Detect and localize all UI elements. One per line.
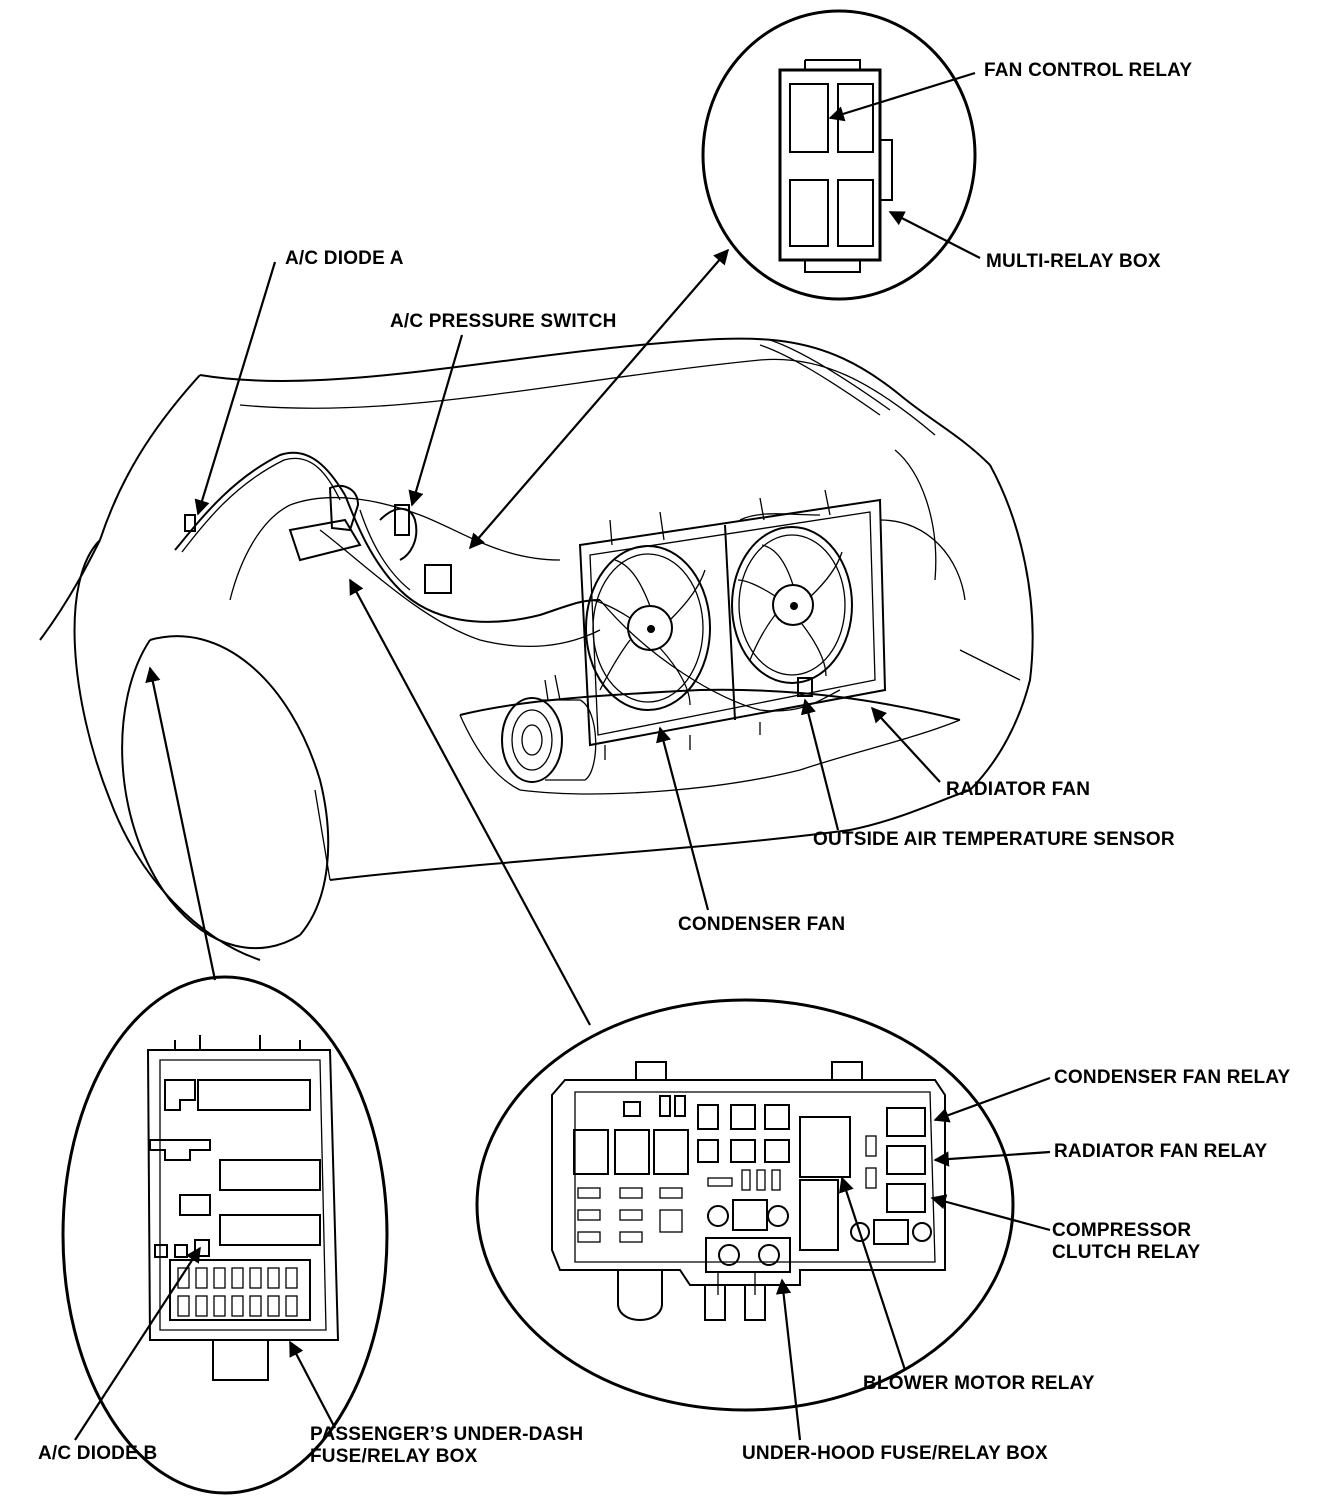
wire-harness xyxy=(174,451,841,712)
label-under-hood-box: UNDER-HOOD FUSE/RELAY BOX xyxy=(742,1443,1048,1464)
label-passenger-box-line2: FUSE/RELAY BOX xyxy=(310,1446,478,1467)
label-ac-diode-a: A/C DIODE A xyxy=(285,248,404,269)
car-body xyxy=(39,337,1034,961)
under-hood-box-detail xyxy=(475,998,1015,1412)
passenger-box-detail xyxy=(61,975,389,1495)
label-passenger-box-line1: PASSENGER’S UNDER-DASH xyxy=(310,1424,584,1445)
label-radiator-fan: RADIATOR FAN xyxy=(946,779,1091,800)
radiator-assembly xyxy=(578,489,887,760)
label-outside-air-temperature-sensor: OUTSIDE AIR TEMPERATURE SENSOR xyxy=(813,829,1175,850)
label-blower-motor-relay: BLOWER MOTOR RELAY xyxy=(863,1373,1095,1394)
label-condenser-fan-relay: CONDENSER FAN RELAY xyxy=(1054,1067,1291,1088)
label-radiator-fan-relay: RADIATOR FAN RELAY xyxy=(1054,1141,1268,1162)
label-compressor-clutch-relay-line2: CLUTCH RELAY xyxy=(1052,1242,1201,1263)
label-condenser-fan: CONDENSER FAN xyxy=(678,914,846,935)
multi-relay-box-detail xyxy=(701,9,977,301)
label-ac-pressure-switch: A/C PRESSURE SWITCH xyxy=(390,311,617,332)
label-multi-relay-box: MULTI-RELAY BOX xyxy=(986,251,1161,272)
label-compressor-clutch-relay-line1: COMPRESSOR xyxy=(1052,1220,1192,1241)
label-fan-control-relay: FAN CONTROL RELAY xyxy=(984,60,1193,81)
label-ac-diode-b: A/C DIODE B xyxy=(38,1443,158,1464)
compressor xyxy=(501,674,597,783)
leader-lines xyxy=(74,71,1051,1441)
